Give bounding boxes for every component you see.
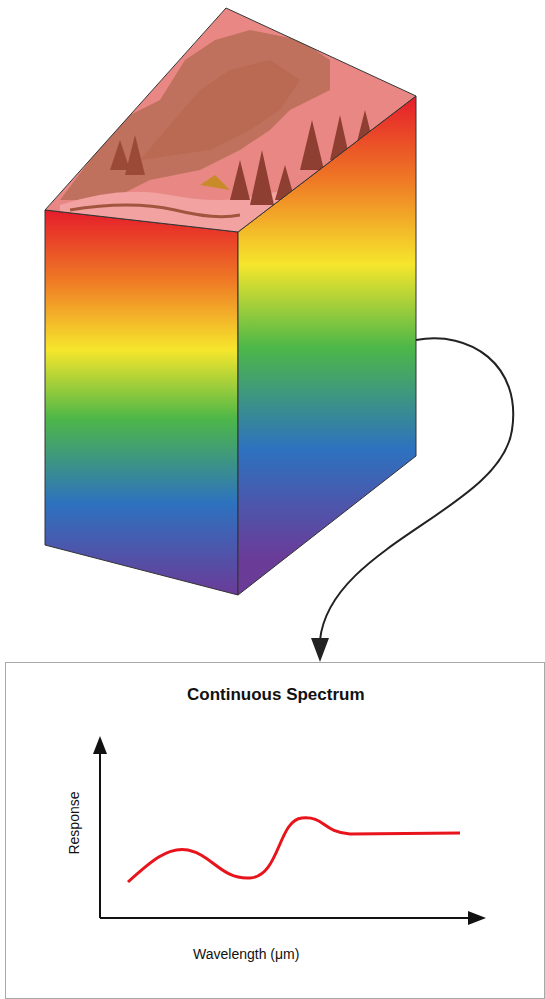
axis-arrowhead [468, 911, 486, 925]
pointer-arrow [320, 338, 513, 640]
spectrum-panel: Continuous SpectrumResponseWavelength (μ… [5, 662, 545, 999]
x-axis-label: Wavelength (μm) [193, 946, 299, 962]
arrowhead [311, 638, 329, 662]
spectrum-curve [128, 818, 460, 882]
panel-title: Continuous Spectrum [187, 685, 365, 705]
x-axis [100, 917, 470, 919]
y-axis-label: Response [66, 791, 82, 854]
y-axis [99, 752, 101, 918]
cube-front-face [45, 210, 238, 595]
axis-arrowhead [93, 736, 107, 754]
landscape-image [45, 8, 416, 240]
